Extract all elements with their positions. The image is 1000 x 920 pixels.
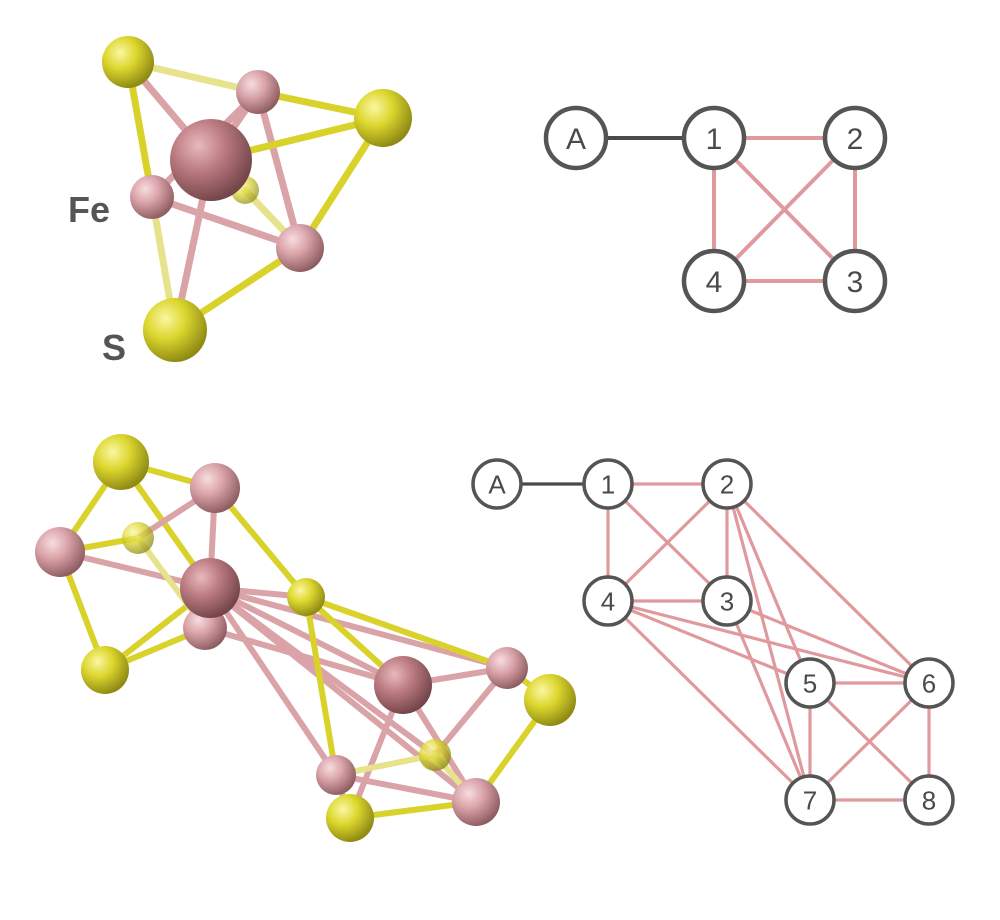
graph-1-node-4: 4 bbox=[681, 248, 747, 314]
graph-1-node-circle bbox=[822, 105, 888, 171]
sulfur-atom bbox=[143, 298, 207, 362]
connectivity-graph-small: A 1 2 3 4 bbox=[543, 105, 888, 314]
graph-2-node-6: 6 bbox=[903, 657, 955, 709]
iron-atom-large bbox=[170, 119, 252, 201]
graph-1-node-label: 3 bbox=[847, 266, 864, 299]
graph-2-node-circle bbox=[903, 774, 955, 826]
graph-1-node-circle bbox=[543, 105, 609, 171]
iron-atom bbox=[35, 527, 85, 577]
graph-2-node-circle bbox=[582, 458, 634, 510]
graph-2-node-circle bbox=[903, 657, 955, 709]
graph-2-node-circle bbox=[784, 774, 836, 826]
graph-2-edge-2-4 bbox=[606, 482, 729, 603]
sulfur-atom bbox=[81, 646, 129, 694]
graph-2-node-3: 3 bbox=[701, 575, 753, 627]
iron-atom bbox=[276, 224, 324, 272]
sulfur-atom bbox=[524, 674, 576, 726]
connectivity-graph-large: A 1 2 3 4 5 6 7 8 bbox=[471, 458, 955, 826]
iron-element-label: Fe bbox=[68, 189, 110, 230]
graph-2-node-label: 1 bbox=[601, 469, 615, 499]
graph-2-node-5: 5 bbox=[784, 657, 836, 709]
graph-2-node-label: 6 bbox=[922, 668, 936, 698]
sulfur-atom bbox=[419, 739, 451, 771]
graph-2-node-7: 7 bbox=[784, 774, 836, 826]
graph-2-node-4: 4 bbox=[582, 575, 634, 627]
graph-2-edge-4-6 bbox=[606, 599, 931, 685]
sulfur-atom bbox=[287, 578, 325, 616]
iron-atom bbox=[452, 778, 500, 826]
graph-2-node-label: 8 bbox=[922, 785, 936, 815]
graph-1-node-A: A bbox=[543, 105, 609, 171]
molecule-1-atoms bbox=[102, 36, 412, 362]
graph-2-edge-6-7 bbox=[808, 681, 931, 802]
iron-atom bbox=[486, 647, 528, 689]
graph-1-node-1: 1 bbox=[681, 105, 747, 171]
iron-atom bbox=[316, 755, 356, 795]
sulfur-element-label: S bbox=[102, 327, 126, 368]
graph-1-node-label: 4 bbox=[706, 266, 723, 299]
graph-2-node-label: 4 bbox=[601, 586, 615, 616]
sulfur-atom bbox=[102, 36, 154, 88]
fe8s8-cluster-model bbox=[35, 434, 576, 842]
graph-2-node-label: 3 bbox=[720, 586, 734, 616]
graph-2-node-circle bbox=[784, 657, 836, 709]
graph-1-node-circle bbox=[681, 105, 747, 171]
graph-1-node-label: A bbox=[566, 123, 586, 156]
graph-2-node-label: 7 bbox=[803, 785, 817, 815]
molecule-2-bonds bbox=[57, 459, 553, 821]
iron-atom bbox=[190, 463, 240, 513]
fe4s4-cluster-model: Fe S bbox=[68, 36, 412, 368]
graph-2-edge-3-6 bbox=[725, 599, 931, 685]
graph-1-node-2: 2 bbox=[822, 105, 888, 171]
iron-atom-large bbox=[374, 656, 432, 714]
graph-1-edge-2-4 bbox=[712, 136, 857, 283]
graph-2-node-A: A bbox=[471, 458, 523, 510]
graph-1-node-label: 2 bbox=[847, 123, 864, 156]
graph-2-node-circle bbox=[701, 458, 753, 510]
graph-2-node-label: A bbox=[488, 469, 506, 499]
iron-atom bbox=[236, 70, 280, 114]
iron-atom bbox=[130, 175, 174, 219]
graph-2-edge-4-5 bbox=[606, 599, 812, 685]
graph-1-node-label: 1 bbox=[706, 123, 723, 156]
sulfur-atom bbox=[93, 434, 149, 490]
molecule-2-atoms bbox=[35, 434, 576, 842]
graph-2-node-circle bbox=[701, 575, 753, 627]
graph-2-node-2: 2 bbox=[701, 458, 753, 510]
sulfur-atom bbox=[326, 794, 374, 842]
graph-2-node-circle bbox=[582, 575, 634, 627]
iron-atom-large bbox=[180, 558, 240, 618]
graph-2-edge-2-6 bbox=[725, 482, 931, 685]
graph-1-node-circle bbox=[681, 248, 747, 314]
graph-2-node-label: 2 bbox=[720, 469, 734, 499]
graph-2-node-circle bbox=[471, 458, 523, 510]
sulfur-atom bbox=[354, 89, 412, 147]
graph-2-node-8: 8 bbox=[903, 774, 955, 826]
graph-2-node-1: 1 bbox=[582, 458, 634, 510]
graph-2-edge-4-7 bbox=[606, 599, 812, 802]
sulfur-atom bbox=[122, 522, 154, 554]
graph-2-node-label: 5 bbox=[803, 668, 817, 698]
graph-1-node-circle bbox=[822, 248, 888, 314]
graph-1-node-3: 3 bbox=[822, 248, 888, 314]
